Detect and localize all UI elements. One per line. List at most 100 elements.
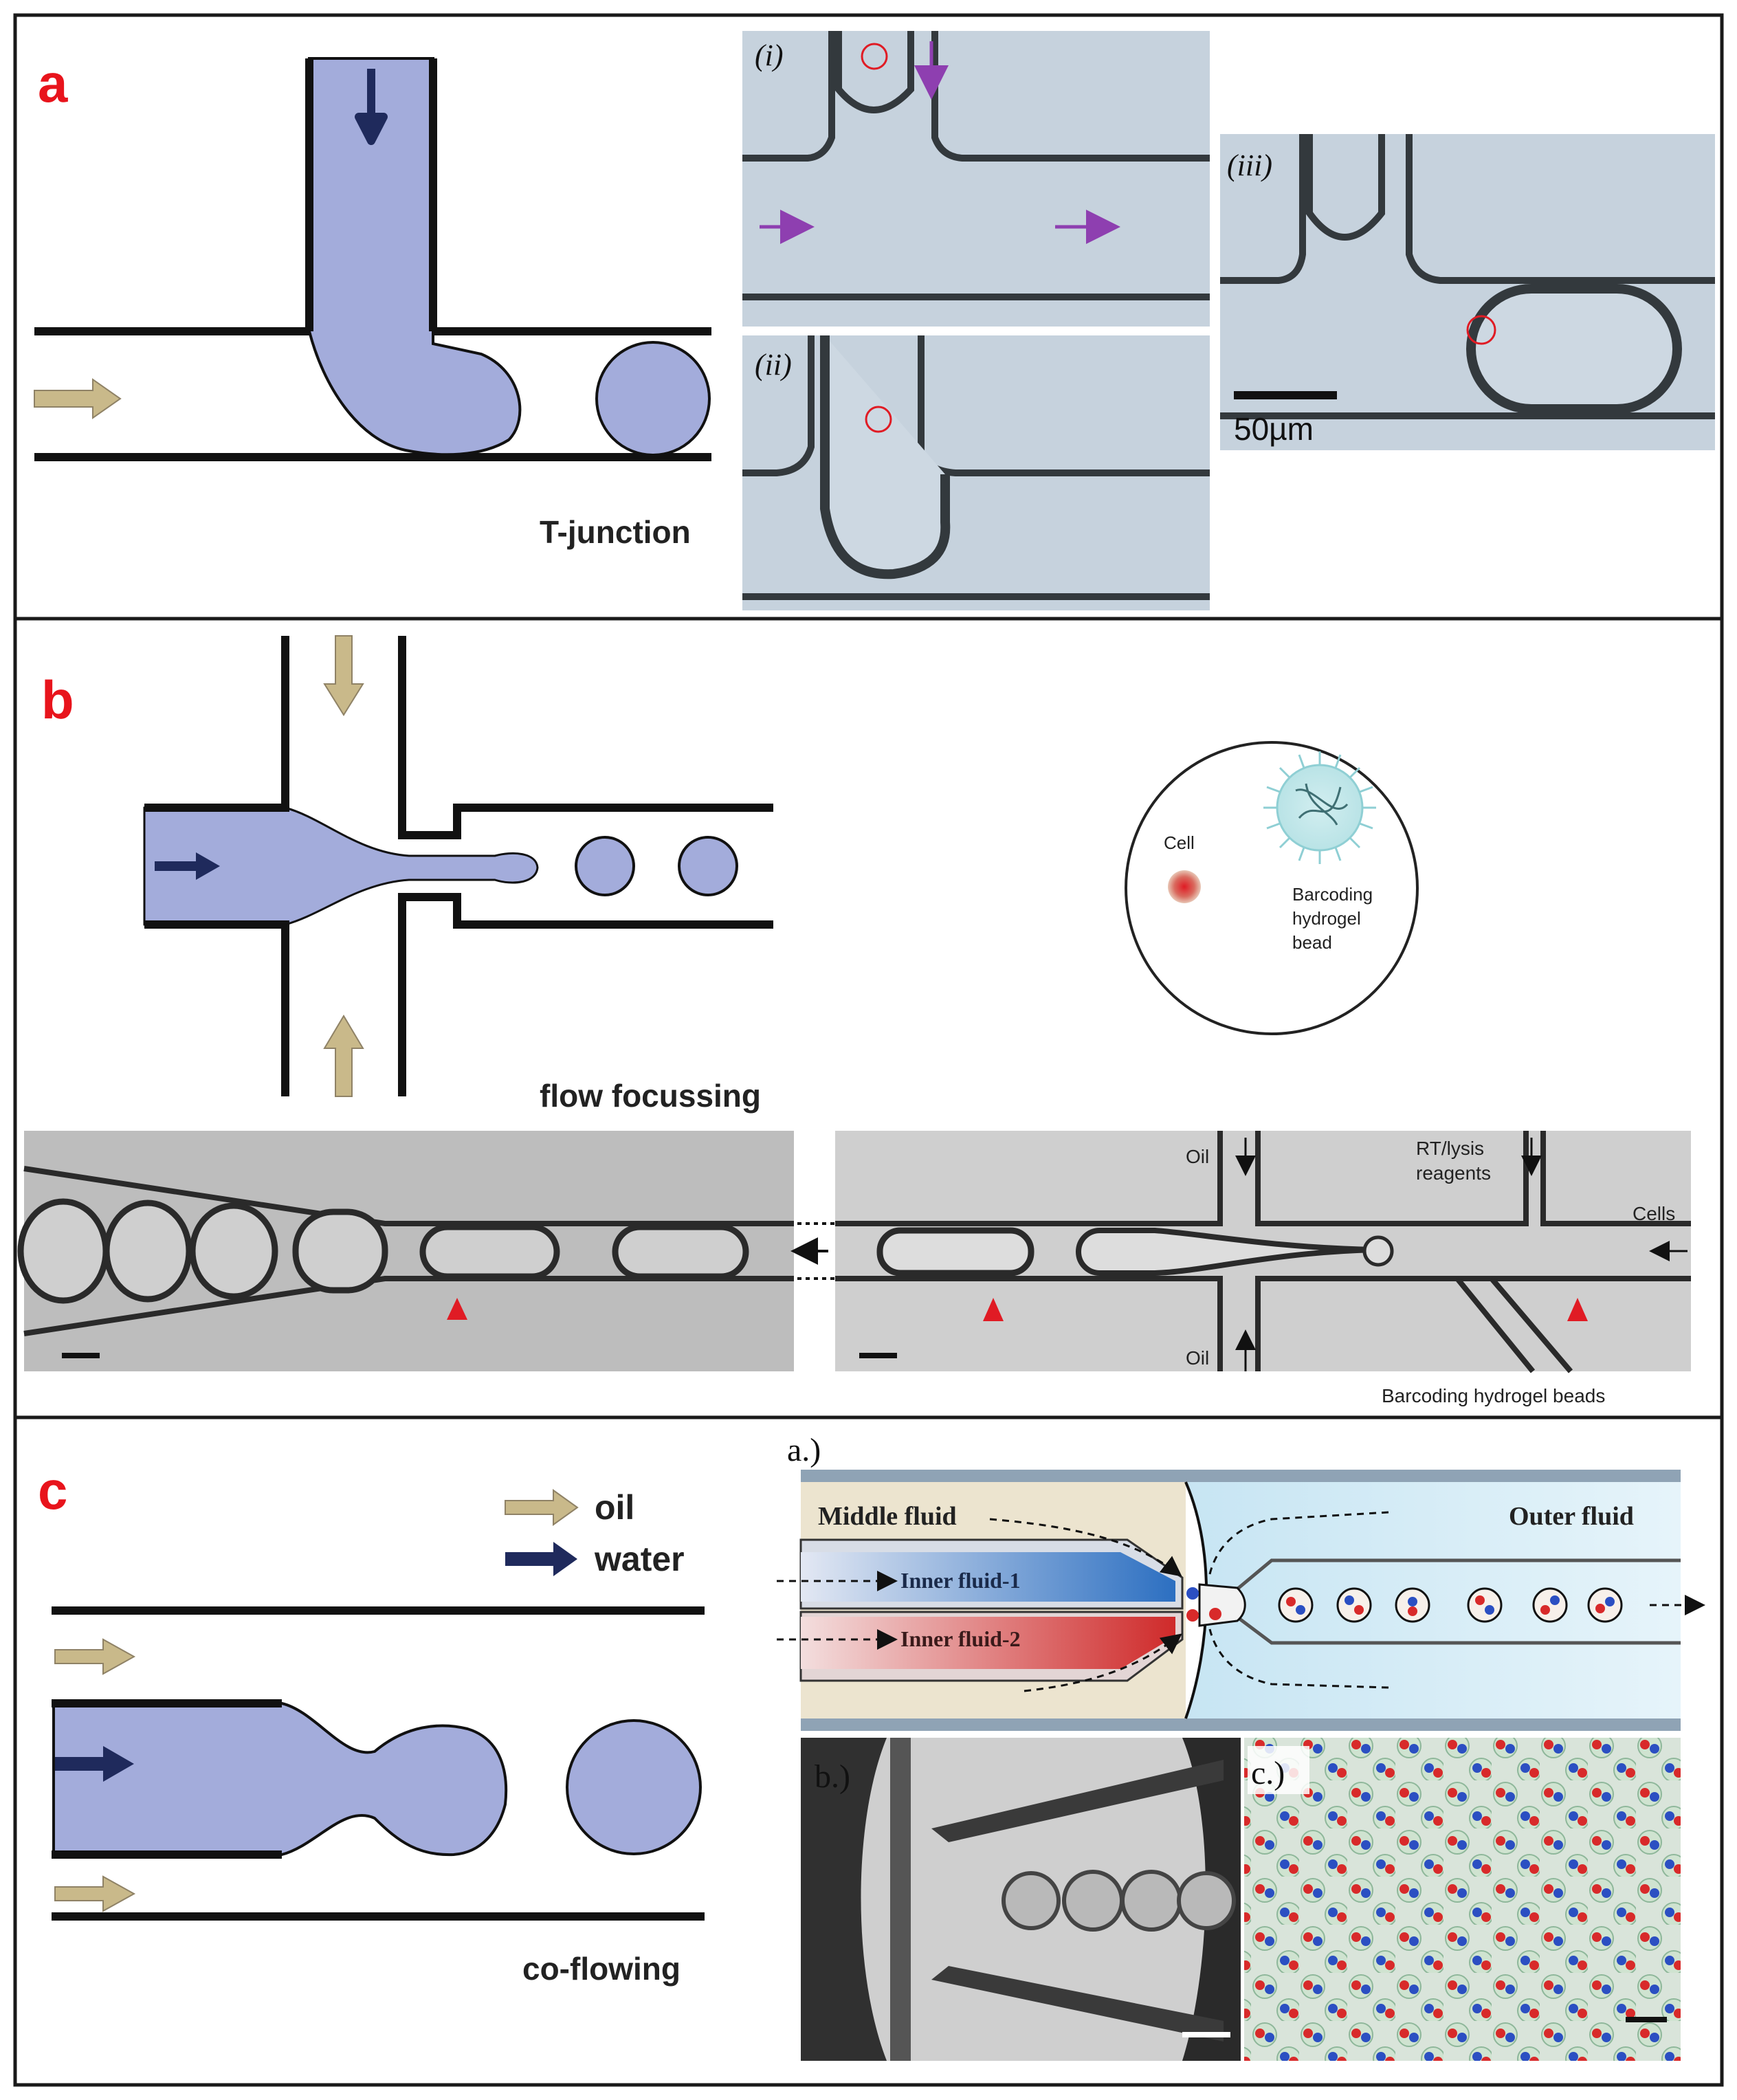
micro-i-meniscus bbox=[835, 31, 914, 113]
oil-flow-arrow-up bbox=[323, 1015, 364, 1097]
sub-b-label: b.) bbox=[815, 1758, 850, 1795]
oil-legend-arrow bbox=[505, 1489, 579, 1526]
panel-a: a T-junction (i) bbox=[34, 31, 1715, 610]
micro-iii-droplet bbox=[1466, 284, 1682, 414]
droplet bbox=[612, 1224, 749, 1280]
droplet bbox=[189, 1202, 278, 1300]
cell-label: Cell bbox=[1164, 832, 1195, 853]
wall-lower-right bbox=[398, 893, 773, 1096]
legend-water-label: water bbox=[594, 1540, 685, 1578]
droplet bbox=[103, 1200, 192, 1303]
sub-a-label: a.) bbox=[787, 1432, 821, 1468]
co-flowing-schematic: co-flowing bbox=[52, 1606, 705, 1987]
beads-caption: Barcoding hydrogel beads bbox=[1382, 1385, 1605, 1406]
compound-drop-forming bbox=[1198, 1583, 1246, 1627]
oil-label-top: Oil bbox=[1186, 1146, 1209, 1167]
water-flow-arrow bbox=[355, 69, 388, 145]
double-emulsion-array: c.) bbox=[1244, 1738, 1681, 2061]
cells-label: Cells bbox=[1633, 1203, 1675, 1224]
scale-bar-label: 50µm bbox=[1234, 411, 1314, 447]
panel-b-letter: b bbox=[41, 670, 74, 730]
flow-lines bbox=[777, 1511, 1705, 1692]
cell bbox=[1168, 870, 1201, 903]
droplet bbox=[566, 1719, 702, 1855]
water-arrow bbox=[55, 1746, 134, 1782]
oil-flow-arrow bbox=[34, 378, 122, 419]
device-channels bbox=[835, 1131, 1691, 1371]
inner-fluid-2-label: Inner fluid-2 bbox=[900, 1626, 1021, 1651]
focused-stream bbox=[143, 806, 539, 926]
droplet bbox=[292, 1208, 388, 1294]
double-emulsion-drops bbox=[1278, 1587, 1623, 1623]
oil-arrow-bottom bbox=[54, 1875, 136, 1912]
reagents-label: RT/lysis reagents bbox=[1416, 1138, 1491, 1184]
bead-label: Barcoding hydrogel bead bbox=[1292, 884, 1378, 953]
droplet bbox=[17, 1198, 109, 1304]
panel-c: c oil water co-flowing a.) bbox=[38, 1432, 1705, 2061]
droplet-train-micrograph bbox=[17, 1131, 794, 1371]
marker-circle bbox=[1466, 315, 1496, 345]
dark-region-left bbox=[801, 1738, 887, 2061]
marker-circle bbox=[865, 406, 892, 433]
co-flowing-label: co-flowing bbox=[522, 1951, 681, 1987]
micro-ii-plug bbox=[820, 335, 951, 579]
wall-upper-right bbox=[398, 636, 773, 839]
inner-fluid-1-label: Inner fluid-1 bbox=[900, 1568, 1021, 1593]
flow-focussing-label: flow focussing bbox=[540, 1078, 761, 1114]
micro-iii-channel-top bbox=[1220, 134, 1715, 284]
water-flow-arrow bbox=[155, 852, 220, 880]
droplet bbox=[1120, 1870, 1182, 1932]
droplet bbox=[876, 1227, 1035, 1276]
micrograph-c-bg bbox=[1244, 1738, 1681, 2061]
oil-flow-arrow-down bbox=[323, 635, 364, 716]
t-junction-label: T-junction bbox=[540, 514, 691, 550]
hydrogel-bead bbox=[1263, 751, 1376, 864]
droplet bbox=[575, 836, 635, 896]
droplet bbox=[595, 341, 711, 456]
forming-droplet bbox=[1076, 1228, 1375, 1276]
flow-legend: oil water bbox=[505, 1488, 685, 1578]
droplet bbox=[678, 836, 738, 896]
droplet bbox=[1177, 1871, 1236, 1930]
water-stream-necking bbox=[52, 1702, 508, 1857]
inner-drop-blue bbox=[1186, 1587, 1199, 1600]
panel-b: b flow focussing Cell bbox=[17, 635, 1691, 1406]
red-triangle-marker bbox=[983, 1298, 1004, 1321]
wall-upper-left bbox=[144, 636, 289, 812]
micro-ii-label: (ii) bbox=[755, 348, 792, 382]
micrograph-iii: 50µm (iii) bbox=[1220, 134, 1715, 450]
bead-channel bbox=[1454, 1276, 1573, 1373]
droplet bbox=[1062, 1870, 1124, 1932]
oil-label-bottom: Oil bbox=[1186, 1347, 1209, 1369]
inner-drop-red bbox=[1186, 1609, 1199, 1622]
collection-capillary bbox=[1229, 1558, 1681, 1645]
figure-frame bbox=[13, 13, 1724, 2087]
capillary-wall bbox=[890, 1738, 911, 2061]
oil-arrow-top bbox=[54, 1638, 136, 1675]
middle-fluid-label: Middle fluid bbox=[818, 1502, 957, 1531]
capillary-device: a.) bbox=[777, 1432, 1705, 1731]
sub-c-label: c.) bbox=[1251, 1755, 1285, 1791]
outer-fluid-label: Outer fluid bbox=[1509, 1502, 1634, 1531]
panel-c-letter: c bbox=[38, 1460, 67, 1521]
flow-focussing-schematic: flow focussing bbox=[143, 635, 773, 1114]
micrograph-i: (i) bbox=[742, 31, 1210, 327]
micro-i-label: (i) bbox=[755, 38, 784, 72]
red-triangle-marker bbox=[1567, 1298, 1588, 1321]
micro-iii-label: (iii) bbox=[1227, 148, 1272, 182]
device-wall-top bbox=[801, 1470, 1681, 1482]
wall-lower-left bbox=[144, 920, 289, 1096]
outer-fluid-region bbox=[1186, 1482, 1681, 1718]
red-triangle-marker bbox=[447, 1298, 467, 1320]
micro-i-channel-top bbox=[742, 31, 1210, 162]
droplet bbox=[1002, 1871, 1061, 1930]
panel-a-letter: a bbox=[38, 53, 68, 113]
droplet bbox=[419, 1224, 560, 1280]
t-junction-schematic: T-junction bbox=[34, 57, 711, 550]
cell bbox=[1362, 1235, 1394, 1267]
marker-circle bbox=[861, 43, 888, 70]
device-junction-micrograph: Oil Oil RT/lysis reagents Cells bbox=[835, 1131, 1691, 1373]
dispersed-phase-plug bbox=[308, 57, 522, 456]
capillary-micrograph: b.) bbox=[801, 1738, 1241, 2061]
